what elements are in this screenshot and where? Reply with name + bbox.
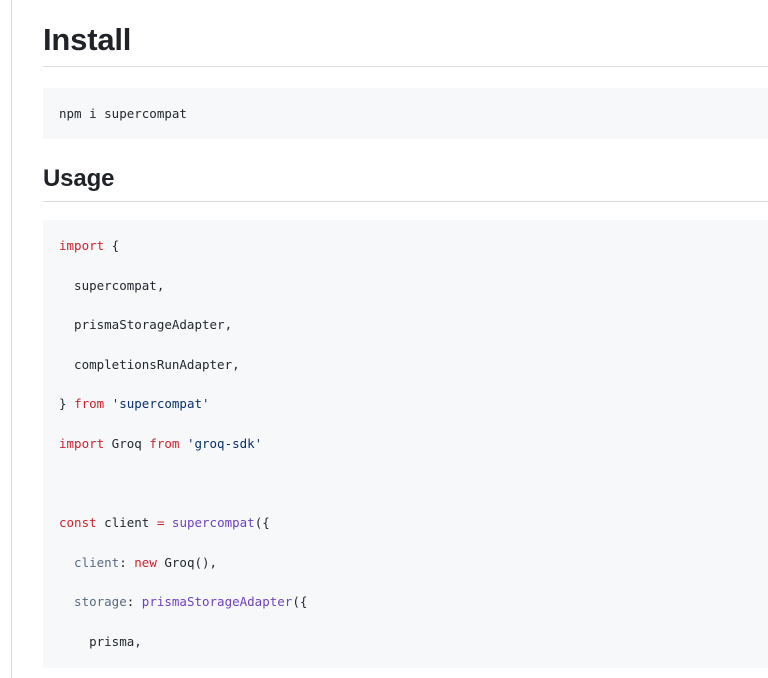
code-line [59, 474, 752, 494]
code-token: ({ [254, 515, 270, 531]
page-left-gutter-border [11, 0, 12, 678]
code-token: Groq [104, 435, 150, 451]
usage-heading-rule [43, 201, 768, 202]
code-token: new [134, 554, 157, 570]
code-line: supercompat, [59, 276, 752, 296]
readme-content: Install npm i supercompat Usage import {… [43, 0, 768, 678]
code-line: } from 'supercompat' [59, 394, 752, 414]
code-token: supercompat, [59, 277, 165, 293]
code-line: storage: prismaStorageAdapter({ [59, 592, 752, 612]
code-token: : [119, 554, 135, 570]
code-token: 'groq-sdk' [186, 435, 263, 451]
code-token: import [59, 238, 105, 253]
code-token: } [59, 396, 75, 412]
code-line: npm i supercompat [59, 104, 752, 124]
code-token [164, 515, 172, 530]
code-token [104, 396, 112, 411]
code-token: storage [59, 594, 127, 610]
code-token: from [149, 435, 180, 451]
code-token: from [74, 396, 105, 412]
code-token: const [59, 515, 97, 531]
code-line: client: new Groq(), [59, 553, 752, 573]
code-token: prismaStorageAdapter [141, 594, 293, 610]
usage-code-block[interactable]: import { supercompat, prismaStorageAdapt… [43, 220, 768, 668]
code-line: import { [59, 236, 752, 256]
code-token: client [59, 554, 120, 570]
code-token: 'supercompat' [111, 396, 210, 412]
code-line: prismaStorageAdapter, [59, 315, 752, 335]
code-line: import Groq from 'groq-sdk' [59, 434, 752, 454]
code-token: : [126, 594, 142, 610]
code-token [179, 436, 187, 451]
code-line: completionsRunAdapter, [59, 355, 752, 375]
code-token: = [156, 515, 165, 531]
code-token: client [96, 515, 157, 531]
code-token: npm i supercompat [59, 106, 187, 121]
code-line: const client = supercompat({ [59, 513, 752, 533]
code-token: { [104, 238, 120, 253]
code-token: prisma, [59, 633, 142, 649]
code-token: completionsRunAdapter, [59, 356, 240, 372]
install-code-block[interactable]: npm i supercompat [43, 88, 768, 139]
install-heading: Install [43, 22, 132, 57]
install-heading-rule [43, 66, 768, 67]
code-line: prisma, [59, 632, 752, 652]
code-token: supercompat [171, 515, 255, 531]
usage-heading: Usage [43, 165, 115, 192]
usage-section: Usage import { supercompat, prismaStorag… [43, 164, 768, 668]
code-token: ({ [292, 594, 308, 610]
code-token: import [59, 435, 105, 451]
code-token: Groq(), [156, 554, 218, 570]
code-token: prismaStorageAdapter, [59, 317, 233, 333]
